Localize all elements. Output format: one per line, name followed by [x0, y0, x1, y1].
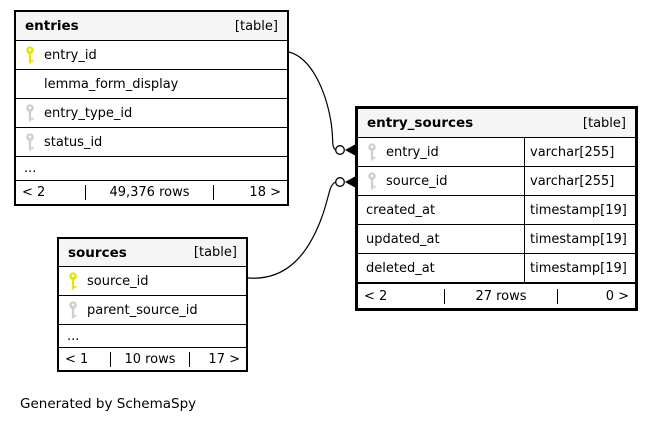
foreign-key-icon: [366, 142, 378, 162]
arrowhead-icon: [345, 144, 355, 156]
column-row-status-id[interactable]: status_id: [16, 128, 287, 157]
table-entries: entries [table] entry_id lemma_form_disp…: [14, 10, 289, 206]
schemaspy-credit: Generated by SchemaSpy: [20, 396, 197, 412]
table-name: entries: [25, 18, 79, 34]
table-header-sources[interactable]: sources [table]: [59, 239, 246, 267]
foreign-key-icon: [24, 103, 36, 123]
arrowhead-icon: [345, 176, 355, 188]
column-row-source-id[interactable]: source_id: [59, 267, 246, 296]
row-count: 49,376 rows: [85, 185, 214, 200]
column-name: entry_id: [44, 47, 97, 63]
column-row-deleted-at[interactable]: deleted_at timestamp[19]: [358, 254, 635, 283]
parents-count[interactable]: < 2: [364, 288, 388, 304]
children-count[interactable]: 0 >: [605, 288, 629, 304]
column-name: created_at: [366, 202, 436, 218]
table-name: sources: [68, 244, 127, 261]
column-type: timestamp[19]: [524, 225, 635, 253]
column-type: timestamp[19]: [524, 254, 635, 282]
column-name: status_id: [44, 134, 103, 150]
column-name: entry_id: [386, 144, 439, 160]
ellipsis-label: ...: [67, 328, 80, 344]
column-type: varchar[255]: [524, 167, 635, 195]
primary-key-icon: [24, 45, 36, 65]
column-row-entry-id[interactable]: entry_id: [16, 41, 287, 70]
relationship-line-entries-entry-sources: [288, 51, 336, 151]
table-header-entries[interactable]: entries [table]: [16, 12, 287, 41]
column-name: source_id: [386, 173, 448, 189]
table-sources: sources [table] source_id parent_source_…: [57, 237, 248, 372]
foreign-key-icon: [366, 171, 378, 191]
table-footer-sources: < 1 10 rows 17 >: [59, 348, 246, 370]
parents-count[interactable]: < 2: [22, 185, 46, 200]
primary-key-icon: [67, 271, 79, 291]
hidden-columns-ellipsis: ...: [16, 157, 287, 181]
column-name: entry_type_id: [44, 105, 133, 121]
column-type: varchar[255]: [524, 138, 635, 166]
table-entry-sources: entry_sources [table] entry_id varchar[2…: [355, 106, 638, 311]
table-footer-entry-sources: < 2 27 rows 0 >: [358, 283, 635, 308]
column-row-updated-at[interactable]: updated_at timestamp[19]: [358, 225, 635, 254]
row-count: 27 rows: [444, 288, 558, 304]
column-row-entry-type-id[interactable]: entry_type_id: [16, 99, 287, 128]
column-row-entry-id[interactable]: entry_id varchar[255]: [358, 138, 635, 167]
odot-icon: [335, 177, 345, 187]
table-footer-entries: < 2 49,376 rows 18 >: [16, 181, 287, 204]
column-row-created-at[interactable]: created_at timestamp[19]: [358, 196, 635, 225]
column-name: updated_at: [366, 231, 440, 247]
table-header-entry-sources[interactable]: entry_sources [table]: [358, 109, 635, 138]
column-row-parent-source-id[interactable]: parent_source_id: [59, 296, 246, 325]
foreign-key-icon: [24, 132, 36, 152]
column-row-lemma-form-display[interactable]: lemma_form_display: [16, 70, 287, 99]
relationship-line-sources-entry-sources: [247, 181, 336, 279]
column-name: parent_source_id: [87, 302, 198, 318]
column-name: lemma_form_display: [44, 76, 179, 92]
table-tag: [table]: [193, 245, 237, 260]
table-tag: [table]: [234, 18, 278, 34]
column-name: deleted_at: [366, 260, 435, 276]
children-count[interactable]: 18 >: [249, 185, 281, 200]
children-count[interactable]: 17 >: [208, 351, 240, 367]
table-name: entry_sources: [367, 115, 474, 131]
column-name: source_id: [87, 273, 149, 289]
table-tag: [table]: [582, 115, 626, 131]
hidden-columns-ellipsis: ...: [59, 325, 246, 348]
row-count: 10 rows: [110, 351, 190, 367]
ellipsis-label: ...: [24, 161, 37, 176]
column-type: timestamp[19]: [524, 196, 635, 224]
foreign-key-icon: [67, 300, 79, 320]
parents-count[interactable]: < 1: [65, 351, 89, 367]
column-row-source-id[interactable]: source_id varchar[255]: [358, 167, 635, 196]
odot-icon: [335, 145, 345, 155]
